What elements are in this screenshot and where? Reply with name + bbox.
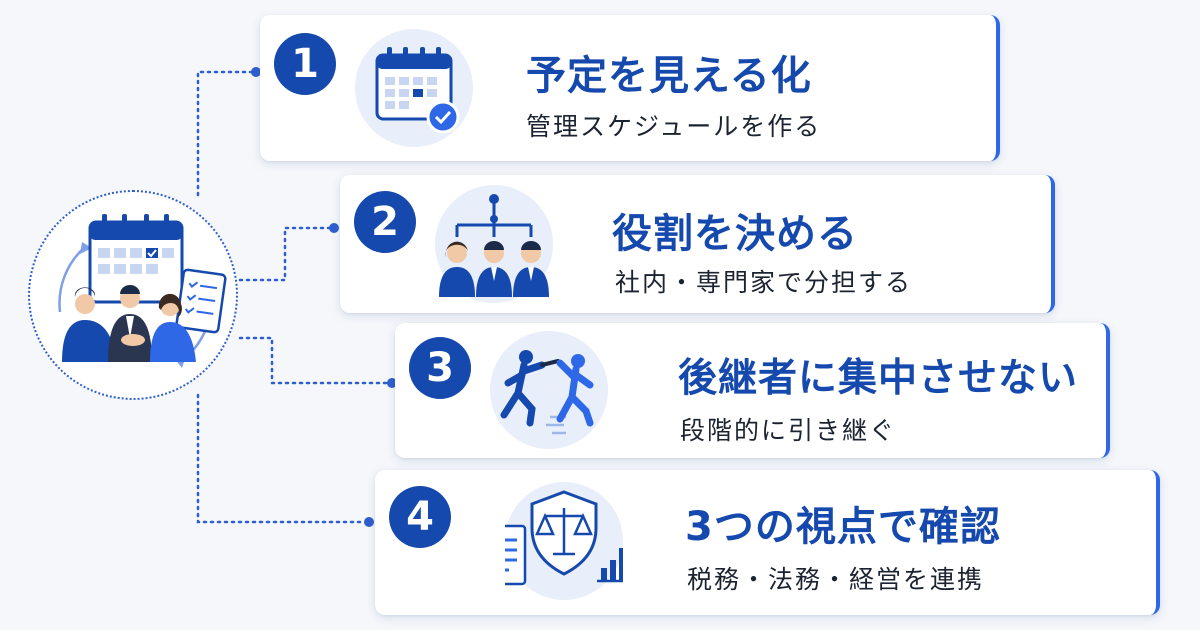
step-subtitle: 社内・専門家で分担する (615, 268, 913, 297)
step-card-2: 2 役割を決める 社内・専門家で分担する (340, 175, 1055, 313)
calendar-check-icon (375, 47, 460, 134)
step-subtitle: 段階的に引き継ぐ (680, 416, 897, 445)
shield-scale-chart-icon (505, 490, 623, 586)
illustration-circle (490, 331, 608, 449)
step-number: 2 (354, 191, 416, 253)
step-title: 予定を見える化 (526, 53, 812, 99)
step-number: 1 (274, 33, 336, 95)
org-chart-team-icon (439, 194, 549, 297)
calendar-team-handshake-icon (58, 214, 227, 368)
relay-baton-icon (500, 350, 594, 435)
step-number: 4 (389, 486, 451, 548)
step-card-4: 4 3つの視点で確認 税務・法務・経営を連携 (375, 470, 1160, 615)
step-card-3: 3 後継者に集中させない 段階的に引き継ぐ (395, 323, 1110, 458)
illustration-circle (355, 29, 473, 147)
hub-circle (28, 190, 238, 400)
step-title: 3つの視点で確認 (685, 504, 1001, 550)
illustration-circle (435, 185, 553, 303)
step-subtitle: 税務・法務・経営を連携 (687, 565, 985, 594)
illustration-circle (505, 482, 623, 600)
step-title: 後継者に集中させない (678, 356, 1079, 401)
step-number: 3 (409, 337, 471, 399)
step-subtitle: 管理スケジュールを作る (526, 112, 822, 141)
step-title: 役割を決める (612, 211, 858, 257)
step-card-1: 1 予定を見える化 管理スケジュールを作る (260, 15, 1000, 161)
